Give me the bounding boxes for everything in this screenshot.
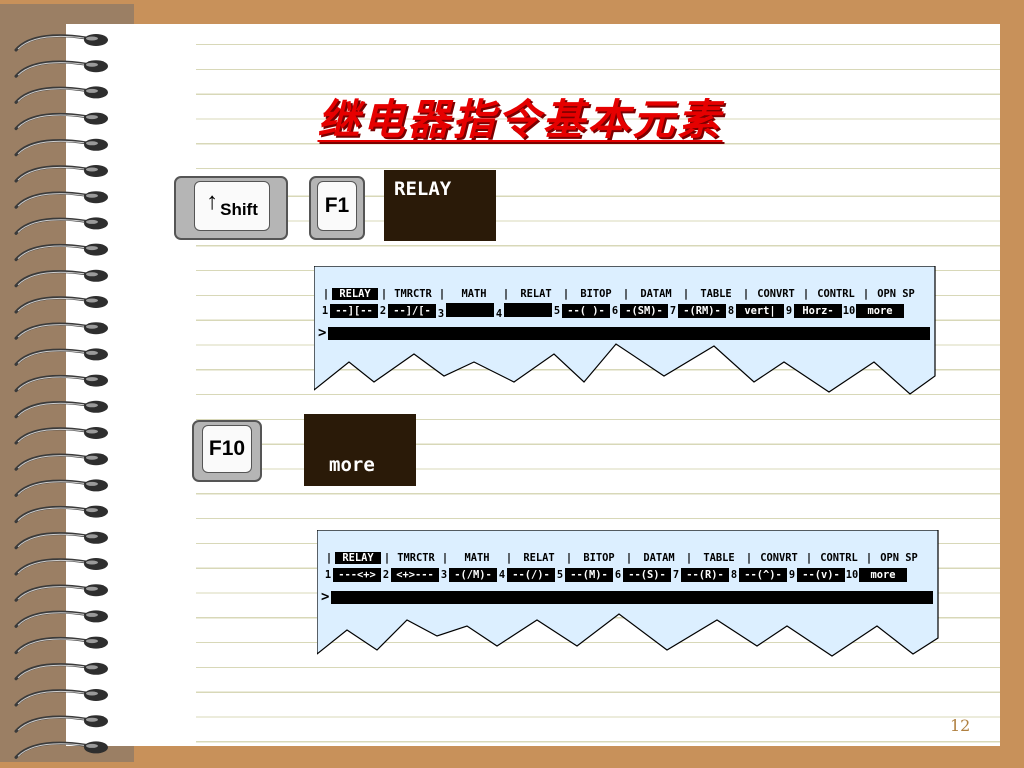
coil-loop (14, 400, 108, 419)
coil-loop (14, 138, 108, 157)
relay-softkey[interactable]: RELAY (384, 170, 496, 241)
menu-item-table[interactable]: TABLE (703, 552, 735, 564)
coil-loop (14, 374, 108, 393)
more-softkey-label: more (329, 454, 375, 476)
menu-item-convrt[interactable]: CONVRT (760, 552, 798, 564)
coil-loop (14, 112, 108, 131)
softkey-cmd-7[interactable]: 7-(RM)- (668, 304, 726, 318)
softkey-cmd-5[interactable]: 5--(M)- (555, 568, 613, 582)
coil-loop (14, 584, 108, 602)
softkey-cmd-8[interactable]: 8--(^)- (729, 568, 787, 582)
menu-item-math[interactable]: MATH (464, 552, 490, 564)
coil-loop (14, 662, 108, 681)
coil-loop (14, 243, 108, 262)
up-arrow-icon: ↑ (206, 188, 219, 215)
command-line-input[interactable] (331, 590, 934, 604)
menu-item-datam[interactable]: DATAM (643, 552, 675, 564)
coil-loop (14, 60, 108, 78)
coil-loop (14, 217, 108, 235)
coil-loop (14, 86, 108, 104)
coil-loop (14, 558, 108, 576)
command-prompt[interactable]: > (321, 588, 934, 606)
menu-item-bitop[interactable]: BITOP (580, 288, 612, 300)
spiral-binding-icon (14, 34, 108, 759)
coil-loop (14, 269, 108, 288)
coil-loop (14, 348, 108, 366)
terminal-panel-relay-menu-2: | RELAY | TMRCTR | MATH | RELAT | BITOP … (317, 530, 939, 666)
menu-item-relat[interactable]: RELAT (520, 288, 552, 300)
menu-item-bitop[interactable]: BITOP (583, 552, 615, 564)
coil-loop (14, 453, 108, 471)
menu-row: | RELAY | TMRCTR | MATH | RELAT | BITOP … (323, 550, 923, 566)
menu-item-convrt[interactable]: CONVRT (757, 288, 795, 300)
shift-keycap: ↑ Shift (194, 181, 270, 231)
menu-item-tmrctr[interactable]: TMRCTR (397, 552, 435, 564)
command-prompt[interactable]: > (318, 324, 931, 342)
menu-item-relay[interactable]: RELAY (335, 552, 381, 564)
relay-softkey-label: RELAY (394, 178, 452, 200)
f1-key[interactable]: F1 (309, 176, 365, 240)
coil-loop (14, 427, 108, 445)
menu-item-contrl[interactable]: CONTRL (820, 552, 858, 564)
softkey-cmd-4[interactable]: 4 (494, 302, 552, 320)
f10-key[interactable]: F10 (192, 420, 262, 482)
menu-item-opn-sp[interactable]: OPN SP (880, 552, 918, 564)
coil-loop (14, 505, 108, 524)
menu-item-relay[interactable]: RELAY (332, 288, 378, 300)
coil-loop (14, 636, 108, 655)
coil-loop (14, 34, 108, 52)
shift-key-label: Shift (220, 200, 258, 219)
coil-loop (14, 191, 108, 209)
f10-key-label: F10 (208, 437, 246, 460)
prompt-symbol: > (321, 589, 330, 605)
coil-loop (14, 296, 108, 314)
softkey-cmd-1[interactable]: 1--][-- (320, 304, 378, 318)
page-number: 12 (950, 716, 971, 735)
softkey-cmd-3[interactable]: 3 (436, 302, 494, 320)
softkey-cmd-7[interactable]: 7--(R)- (671, 568, 729, 582)
softkey-cmd-6[interactable]: 6--(S)- (613, 568, 671, 582)
softkey-cmd-6[interactable]: 6-(SM)- (610, 304, 668, 318)
softkey-cmd-5[interactable]: 5--( )- (552, 304, 610, 318)
softkey-cmd-9[interactable]: 9--(v)- (787, 568, 845, 582)
menu-row: | RELAY | TMRCTR | MATH | RELAT | BITOP … (320, 286, 920, 302)
menu-item-contrl[interactable]: CONTRL (817, 288, 855, 300)
softkey-cmd-1[interactable]: 1---<+> (323, 568, 381, 582)
coil-loop (14, 322, 108, 340)
coil-loop (14, 531, 108, 550)
softkey-cmd-4[interactable]: 4--(/)- (497, 568, 555, 582)
menu-item-tmrctr[interactable]: TMRCTR (394, 288, 432, 300)
coil-loop (14, 689, 108, 707)
slide-title: 继电器指令基本元素 (317, 95, 723, 144)
terminal-panel-relay-menu-1: | RELAY | TMRCTR | MATH | RELAT | BITOP … (314, 266, 936, 400)
f10-keycap: F10 (202, 425, 252, 473)
menu-item-table[interactable]: TABLE (700, 288, 732, 300)
menu-item-opn-sp[interactable]: OPN SP (877, 288, 915, 300)
coil-loop (14, 165, 108, 183)
softkey-cmd-3[interactable]: 3-(/M)- (439, 568, 497, 582)
command-line-input[interactable] (328, 326, 931, 340)
f1-key-label: F1 (324, 194, 350, 217)
coil-loop (14, 715, 108, 733)
command-row: 1--][-- 2--]/[- 3 4 5--( )- 6-(SM)- 7-(R… (320, 302, 904, 320)
menu-item-relat[interactable]: RELAT (523, 552, 555, 564)
coil-loop (14, 610, 108, 628)
f1-keycap: F1 (317, 181, 357, 231)
softkey-cmd-2[interactable]: 2--]/[- (378, 304, 436, 318)
menu-item-math[interactable]: MATH (461, 288, 487, 300)
shift-key[interactable]: ↑ Shift (174, 176, 288, 240)
more-softkey[interactable]: more (304, 414, 416, 486)
menu-item-datam[interactable]: DATAM (640, 288, 672, 300)
coil-loop (14, 741, 108, 759)
coil-loop (14, 479, 108, 497)
command-row: 1---<+> 2<+>--- 3-(/M)- 4--(/)- 5--(M)- … (323, 567, 907, 583)
softkey-cmd-2[interactable]: 2<+>--- (381, 568, 439, 582)
prompt-symbol: > (318, 325, 327, 341)
